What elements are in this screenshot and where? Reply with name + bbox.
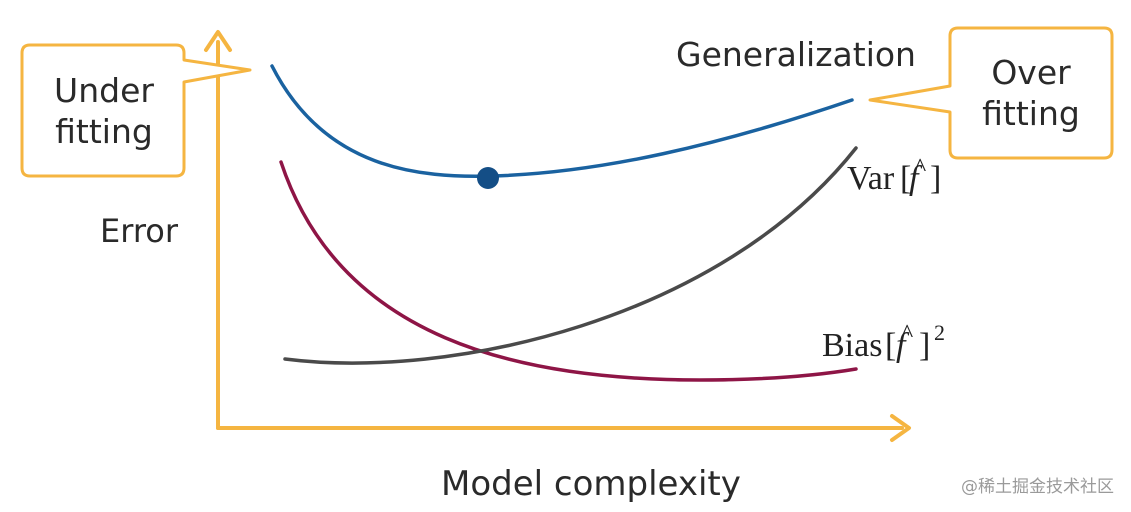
y-axis-arrowhead <box>204 30 232 52</box>
bias-label-name: Bias <box>822 327 882 364</box>
generalization-error-curve <box>270 64 854 178</box>
over-fitting-callout <box>868 26 1114 160</box>
over-fitting-label-line1: Over <box>991 53 1071 92</box>
optimum-point <box>477 167 499 189</box>
under-fitting-label-line1: Under <box>54 71 154 110</box>
variance-label: Var [ f ^ ] <box>847 153 941 197</box>
variance-label-hat: ^ <box>914 153 926 182</box>
bias-label-bracket-open: [ <box>885 327 896 364</box>
bias-label: Bias [ f ^ ] 2 <box>822 319 945 364</box>
error-label: Error <box>100 212 179 250</box>
variance-label-name: Var <box>847 160 895 197</box>
under-fitting-label-line2: fitting <box>55 112 153 151</box>
x-axis-label: Model complexity <box>441 464 741 504</box>
variance-label-bracket-open: [ <box>900 160 911 197</box>
bias-label-exponent: 2 <box>934 320 945 345</box>
over-fitting-label-line2: fitting <box>982 94 1080 133</box>
under-fitting-callout <box>20 43 252 178</box>
generalization-label: Generalization <box>676 35 916 74</box>
bias-curve <box>279 160 858 382</box>
x-axis-arrowhead <box>890 414 911 442</box>
variance-curve <box>283 146 858 365</box>
bias-label-bracket-close: ] <box>919 327 930 364</box>
watermark: @稀土掘金技术社区 <box>961 477 1114 497</box>
variance-label-bracket-close: ] <box>930 160 941 197</box>
bias-label-hat: ^ <box>901 319 913 348</box>
